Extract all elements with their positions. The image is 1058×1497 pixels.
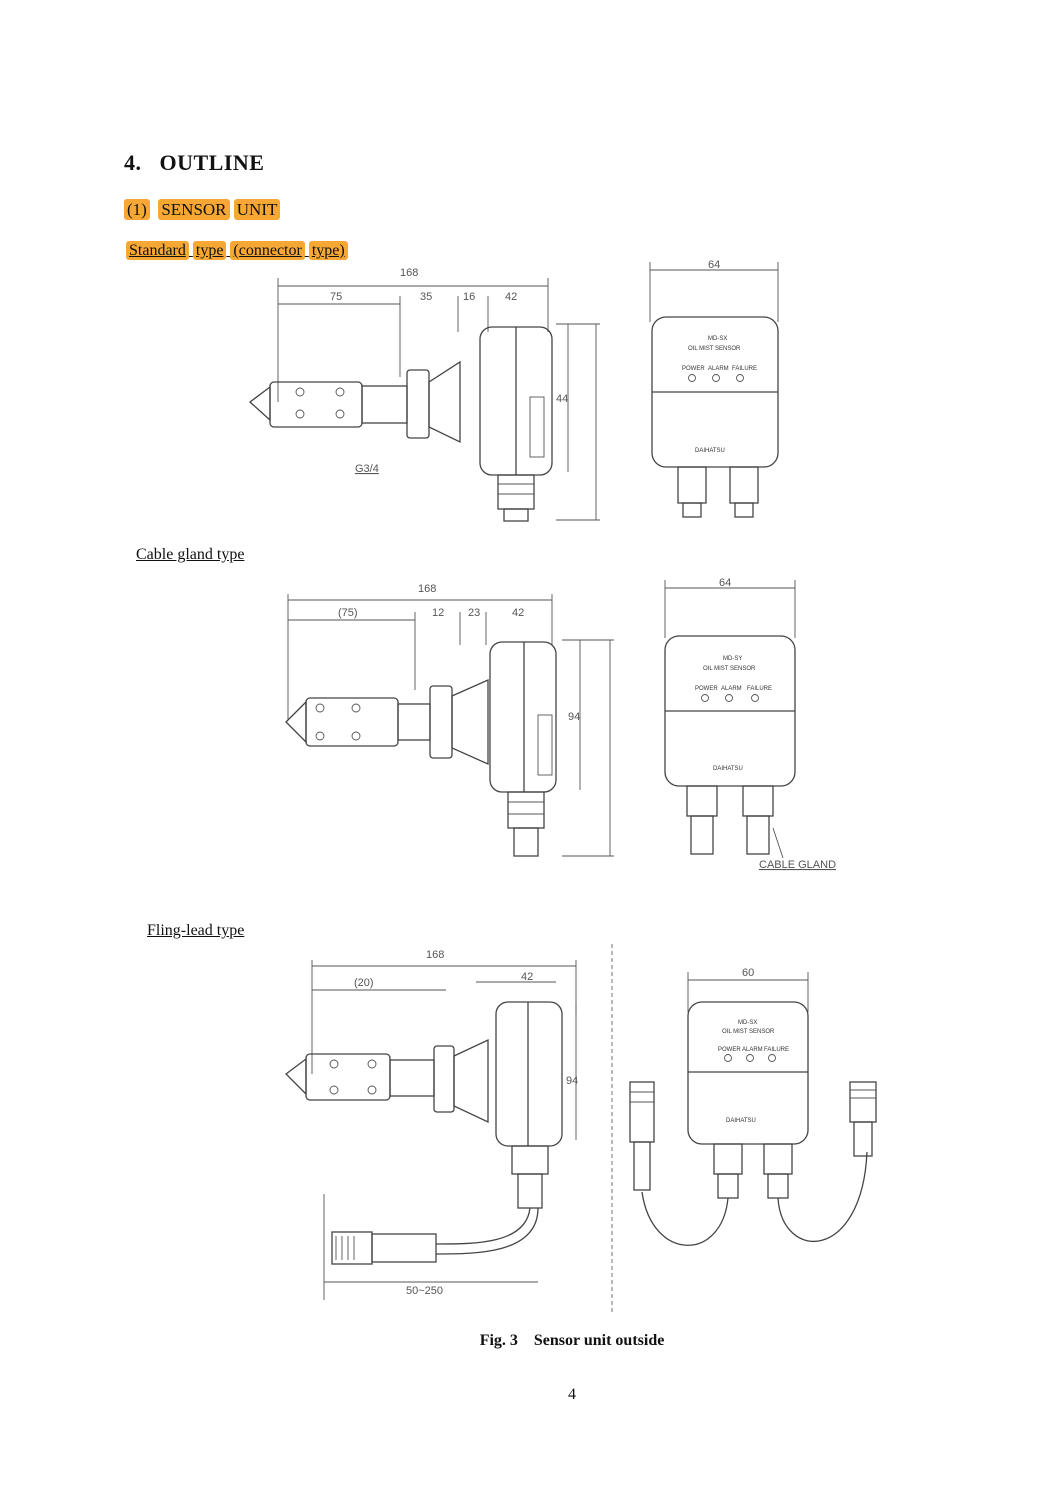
cable-gland-front-drawing: 64 MD-SY OIL MIST SENSOR POWER ALARM FAI… <box>664 577 836 871</box>
led-alarm-icon <box>725 694 733 702</box>
dim-side: 94 <box>568 711 580 723</box>
brand: DAIHATSU <box>713 766 743 772</box>
section-number: 4. <box>124 150 142 175</box>
cable-gland-type-label: Cable gland type <box>136 546 245 563</box>
panel-title: OIL MIST SENSOR <box>722 1029 775 1035</box>
panel-model: MD-SX <box>738 1020 757 1026</box>
led-power-label: POWER <box>718 1047 741 1053</box>
dim-total: 168 <box>426 949 444 961</box>
panel-model: MD-SY <box>723 656 742 662</box>
label-word: type) <box>308 241 348 260</box>
standard-side-drawing: 168 75 35 16 42 44 G3/4 <box>248 267 600 522</box>
led-power-icon <box>688 374 696 382</box>
dim-side: 44 <box>556 393 568 405</box>
led-failure-icon <box>751 694 759 702</box>
led-power-label: POWER <box>682 366 705 372</box>
subsection-heading: (1) SENSOR UNIT <box>124 199 281 220</box>
section-heading: 4. OUTLINE <box>124 150 264 176</box>
dim-total: 168 <box>400 267 418 279</box>
label-word: Standard <box>126 241 189 260</box>
dim-b: 35 <box>420 291 432 303</box>
led-alarm-label: ALARM <box>721 686 742 692</box>
dim-d: 42 <box>512 607 524 619</box>
panel-title: OIL MIST SENSOR <box>688 346 741 352</box>
led-failure-icon <box>736 374 744 382</box>
label-word: (connector <box>230 241 305 260</box>
dim-d: 42 <box>505 291 517 303</box>
led-failure-label: FAILURE <box>747 686 772 692</box>
led-alarm-icon <box>746 1054 754 1062</box>
led-failure-icon <box>768 1054 776 1062</box>
flying-lead-type-label: Fling-lead type <box>147 922 245 939</box>
subsection-word-unit: UNIT <box>233 199 281 220</box>
dim-thread: G3/4 <box>355 463 379 475</box>
dim-length: 50~250 <box>406 1285 443 1297</box>
figure-caption: Fig. 3 Sensor unit outside <box>479 1332 665 1349</box>
dim-front: 60 <box>742 967 754 979</box>
led-alarm-icon <box>712 374 720 382</box>
led-power-icon <box>701 694 709 702</box>
subsection-word-sensor: SENSOR <box>158 199 230 220</box>
flying-lead-front-drawing: 60 MD-SX OIL MIST SENSOR POWER ALARM FAI… <box>629 967 877 1246</box>
standard-front-drawing: 64 MD-SX OIL MIST SENSOR POWER ALARM FAI… <box>649 259 779 518</box>
brand: DAIHATSU <box>695 448 725 454</box>
led-power-label: POWER <box>695 686 718 692</box>
dim-front: 64 <box>708 259 720 271</box>
led-alarm-label: ALARM <box>708 366 729 372</box>
panel-title: OIL MIST SENSOR <box>703 666 756 672</box>
led-power-icon <box>724 1054 732 1062</box>
standard-type-label: Standard type (connector type) <box>126 241 348 260</box>
subsection-number: (1) <box>124 199 150 220</box>
dim-a: (75) <box>338 607 358 619</box>
dim-b: 12 <box>432 607 444 619</box>
panel-model: MD-SX <box>708 336 727 342</box>
dim-d: 42 <box>521 971 533 983</box>
flying-lead-side-drawing: 168 (20) 42 50~250 94 <box>285 944 613 1314</box>
cable-gland-side-drawing: 168 (75) 12 23 42 94 <box>285 583 614 857</box>
dim-a: (20) <box>354 977 374 989</box>
brand: DAIHATSU <box>726 1118 756 1124</box>
callout-cable-gland: CABLE GLAND <box>759 859 836 871</box>
led-failure-label: FAILURE <box>764 1047 789 1053</box>
dim-a: 75 <box>330 291 342 303</box>
dim-front: 64 <box>719 577 731 589</box>
label-word: type <box>192 241 227 260</box>
led-alarm-label: ALARM <box>742 1047 763 1053</box>
dim-c: 23 <box>468 607 480 619</box>
dim-total: 168 <box>418 583 436 595</box>
section-title: OUTLINE <box>159 150 265 175</box>
page-number: 4 <box>568 1386 576 1403</box>
dim-c: 16 <box>463 291 475 303</box>
led-failure-label: FAILURE <box>732 366 757 372</box>
dim-side: 94 <box>566 1075 578 1087</box>
